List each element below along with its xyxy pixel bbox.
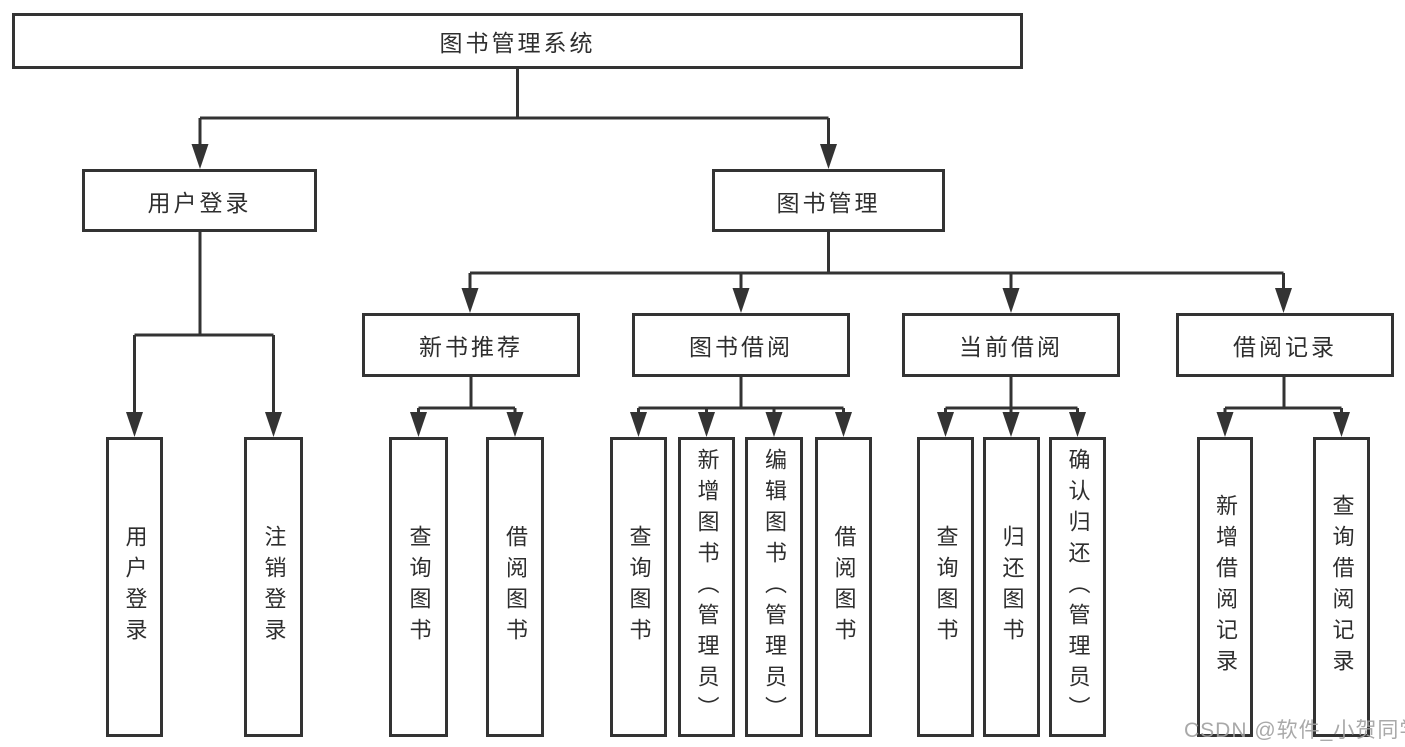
leaf-logout-label: 注销登录 [261, 525, 287, 649]
connector-lines [1223, 377, 1343, 416]
node-user-login-label: 用户登录 [147, 189, 252, 216]
csdn-watermark: CSDN @软件_小贺同学 [1184, 719, 1405, 742]
node-new-books: 新书推荐 [362, 313, 580, 377]
node-current-borrow-label: 当前借阅 [959, 334, 1063, 360]
arrowhead [461, 288, 479, 313]
leaf-confirm-return-admin-label: 确认归还（管理员） [1065, 447, 1091, 727]
connector-user-login-children [126, 232, 282, 437]
connector-root-to-level2 [191, 68, 837, 169]
node-borrow-records-label: 借阅记录 [1233, 334, 1337, 360]
leaf-edit-books-admin: 编辑图书（管理员） [745, 437, 803, 737]
connector-book-mgmt-children [461, 232, 1292, 313]
leaf-add-borrow-record-label: 新增借阅记录 [1213, 494, 1238, 680]
node-book-mgmt-label: 图书管理 [776, 189, 881, 216]
leaf-edit-books-admin-label: 编辑图书（管理员） [762, 447, 787, 727]
node-new-books-label: 新书推荐 [419, 334, 523, 360]
arrowhead [630, 412, 647, 437]
arrowhead [698, 412, 715, 437]
leaf-query-borrow-record: 查询借阅记录 [1313, 437, 1370, 737]
leaf-confirm-return-admin: 确认归还（管理员） [1049, 437, 1106, 737]
connector-lines [417, 377, 517, 416]
node-borrow-records: 借阅记录 [1176, 313, 1394, 377]
leaf-add-books-admin-label: 新增图书（管理员） [694, 447, 720, 727]
arrowhead [126, 412, 143, 437]
arrowhead [1333, 412, 1350, 437]
leaf-query-books-current: 查询图书 [917, 437, 974, 737]
leaf-query-books-new-label: 查询图书 [406, 525, 432, 649]
connector-book-borrow-children [630, 377, 852, 437]
leaf-user-login-label: 用户登录 [122, 525, 148, 649]
leaf-query-books-borrow: 查询图书 [610, 437, 667, 737]
node-current-borrow: 当前借阅 [902, 313, 1120, 377]
arrowhead [1069, 412, 1086, 437]
arrowhead [191, 144, 209, 169]
leaf-query-books-current-label: 查询图书 [933, 525, 959, 649]
leaf-borrow-books-label: 借阅图书 [831, 525, 857, 649]
node-book-mgmt: 图书管理 [712, 169, 945, 232]
leaf-borrow-books-new: 借阅图书 [486, 437, 544, 737]
leaf-return-books-label: 归还图书 [999, 525, 1025, 649]
arrowhead [506, 412, 524, 437]
node-book-borrow-label: 图书借阅 [689, 334, 793, 360]
leaf-add-books-admin: 新增图书（管理员） [678, 437, 735, 737]
node-book-borrow: 图书借阅 [632, 313, 850, 377]
leaf-add-borrow-record: 新增借阅记录 [1197, 437, 1253, 737]
connector-new-books-children [410, 377, 524, 437]
node-root-label: 图书管理系统 [439, 30, 596, 56]
arrowhead [410, 412, 427, 437]
arrowhead [1216, 412, 1234, 437]
arrowhead [835, 412, 852, 437]
connector-lines [944, 377, 1079, 416]
connector-lines [198, 68, 830, 148]
arrowhead [937, 412, 954, 437]
leaf-query-borrow-record-label: 查询借阅记录 [1329, 494, 1355, 680]
connector-lines [133, 232, 275, 416]
node-root: 图书管理系统 [12, 13, 1023, 69]
arrowhead [732, 288, 750, 313]
node-user-login: 用户登录 [82, 169, 317, 232]
leaf-borrow-books: 借阅图书 [815, 437, 872, 737]
arrowhead [820, 144, 837, 169]
arrowhead [1002, 288, 1020, 313]
connector-lines [637, 377, 845, 416]
leaf-query-books-new: 查询图书 [389, 437, 448, 737]
leaf-borrow-books-new-label: 借阅图书 [503, 525, 528, 649]
connector-borrow-records-children [1216, 377, 1350, 437]
arrowhead [265, 412, 282, 437]
leaf-return-books: 归还图书 [983, 437, 1040, 737]
arrowhead [1275, 288, 1292, 313]
leaf-query-books-borrow-label: 查询图书 [626, 525, 652, 649]
leaf-user-login: 用户登录 [106, 437, 163, 737]
arrowhead [765, 412, 783, 437]
connector-current-borrow-children [937, 377, 1086, 437]
leaf-logout: 注销登录 [244, 437, 303, 737]
arrowhead [1002, 412, 1020, 437]
connector-lines [468, 232, 1285, 292]
